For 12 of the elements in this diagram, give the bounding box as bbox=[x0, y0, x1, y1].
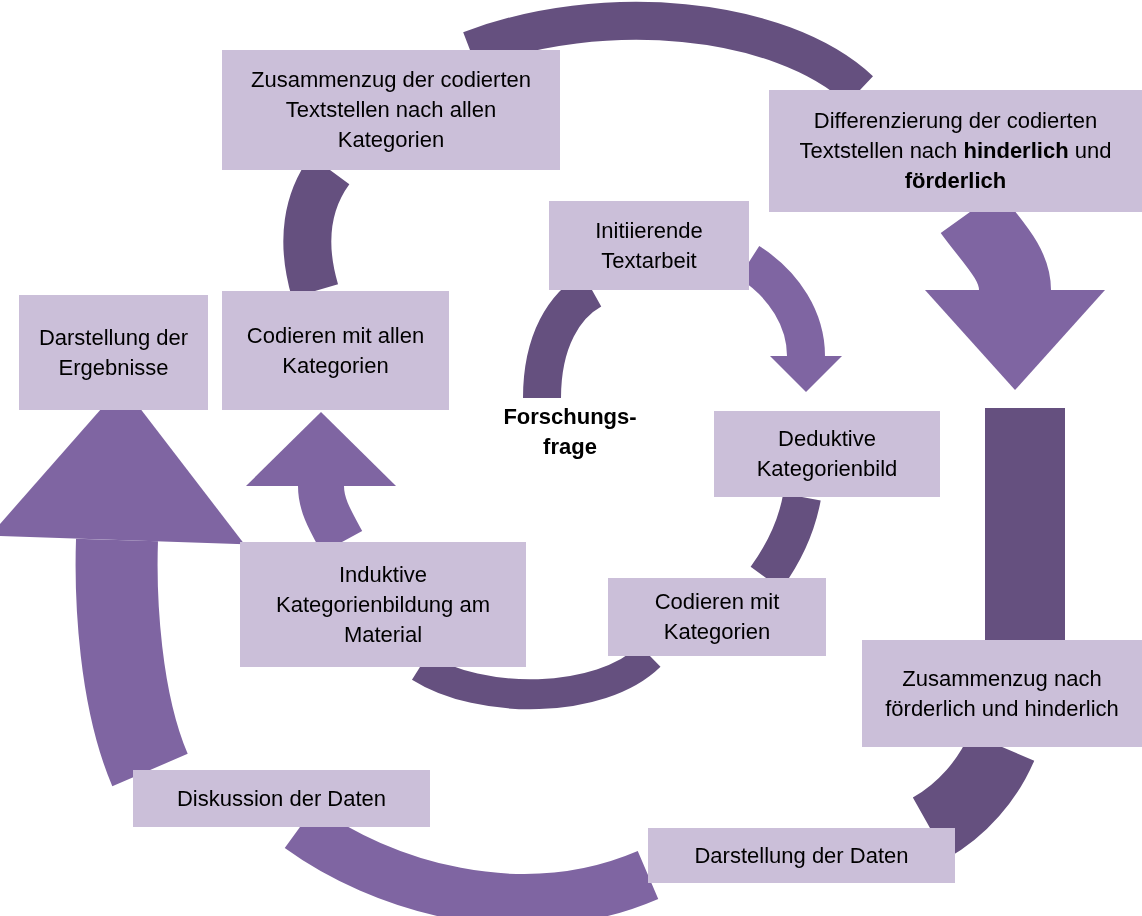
process-box: Codieren mit allen Kategorien bbox=[222, 291, 449, 410]
process-box: Differenzierung der codierten Textstellen nach hinderlich und förderlich bbox=[769, 90, 1142, 212]
process-box: Deduktive Kategorienbild bbox=[714, 411, 940, 497]
process-box: Codieren mit Kategorien bbox=[608, 578, 826, 656]
process-box: Zusammenzug der codierten Textstellen nach allen Kategorien bbox=[222, 50, 560, 170]
process-box: Darstellung der Daten bbox=[648, 828, 955, 883]
process-box: Darstellung der Ergebnisse bbox=[19, 295, 208, 410]
process-box: Diskussion der Daten bbox=[133, 770, 430, 827]
process-box: Zusammenzug nach förderlich und hinderlich bbox=[862, 640, 1142, 747]
process-box: Initiierende Textarbeit bbox=[549, 201, 749, 290]
process-box: Induktive Kategorienbildung am Material bbox=[240, 542, 526, 667]
question-label: Forschungs- frage bbox=[470, 398, 670, 466]
